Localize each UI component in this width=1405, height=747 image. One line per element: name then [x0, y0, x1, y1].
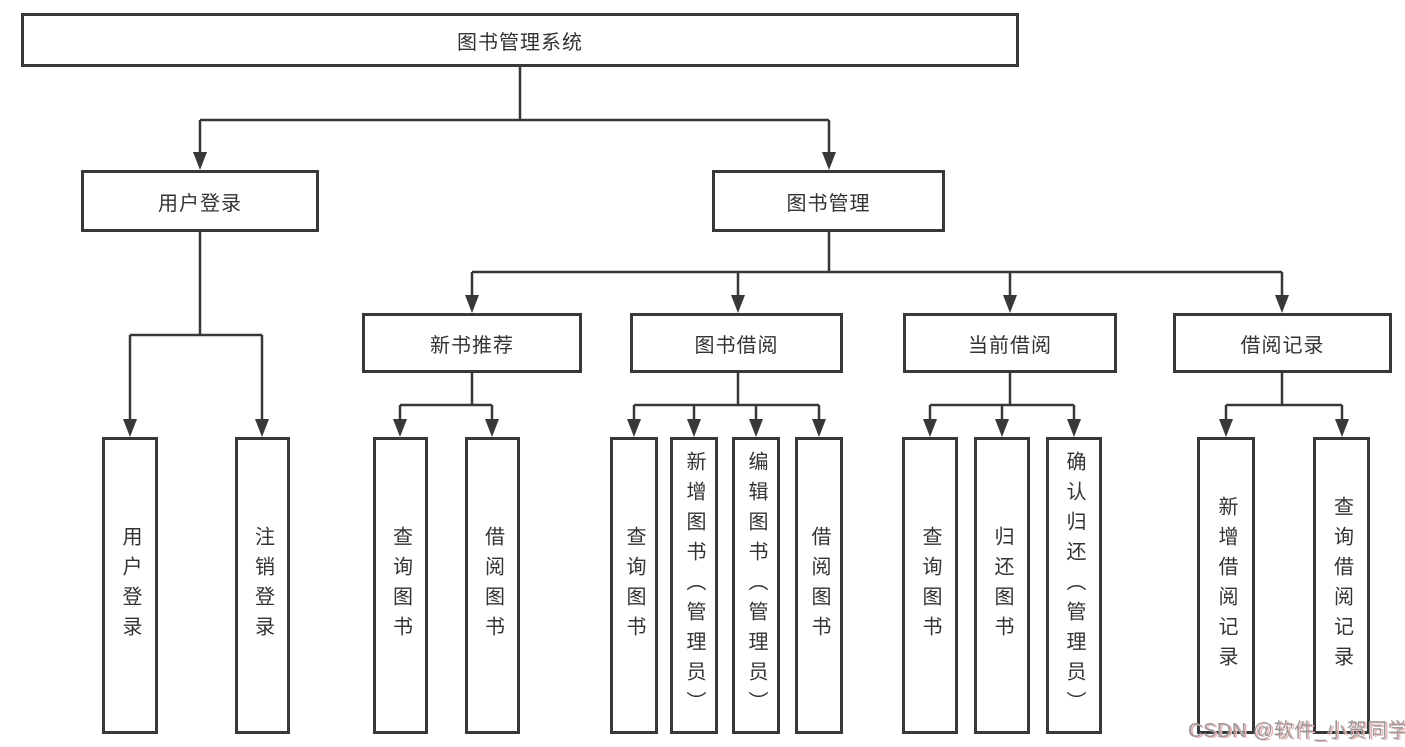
node-book-management-label: 图书管理: [786, 192, 871, 215]
leaf-return-books: 归还图书: [974, 437, 1030, 734]
leaf-query-books-recommend: 查询图书: [373, 437, 428, 734]
node-new-book-recommend: 新书推荐: [362, 313, 582, 373]
node-book-management: 图书管理: [712, 170, 945, 232]
leaf-add-borrow-record-label: 新增借阅记录: [1215, 495, 1237, 676]
node-root: 图书管理系统: [21, 13, 1019, 67]
leaf-query-books-recommend-label: 查询图书: [389, 525, 412, 646]
leaf-edit-book-admin-label: 编辑图书（管理员）: [745, 450, 767, 721]
leaf-edit-book-admin: 编辑图书（管理员）: [732, 437, 780, 734]
leaf-logout-label: 注销登录: [251, 525, 274, 646]
node-current-borrow: 当前借阅: [903, 313, 1117, 373]
leaf-borrow-books-borrow-label: 借阅图书: [808, 525, 830, 646]
leaf-add-book-admin-label: 新增图书（管理员）: [683, 450, 705, 721]
node-new-book-recommend-label: 新书推荐: [430, 334, 514, 357]
leaf-borrow-books-recommend: 借阅图书: [465, 437, 520, 734]
node-root-label: 图书管理系统: [457, 31, 583, 54]
leaf-borrow-books-recommend-label: 借阅图书: [481, 525, 504, 646]
node-book-borrow: 图书借阅: [630, 313, 843, 373]
node-user-login: 用户登录: [81, 170, 319, 232]
leaf-query-books-current-label: 查询图书: [919, 525, 941, 646]
connector-paths: [128, 67, 1344, 422]
leaf-confirm-return-admin: 确认归还（管理员）: [1046, 437, 1102, 734]
leaf-query-books-borrow: 查询图书: [610, 437, 658, 734]
leaf-logout: 注销登录: [235, 437, 290, 734]
leaf-return-books-label: 归还图书: [991, 525, 1013, 646]
leaf-query-borrow-record-label: 查询借阅记录: [1330, 495, 1353, 676]
leaf-user-login: 用户登录: [102, 437, 158, 734]
leaf-add-book-admin: 新增图书（管理员）: [670, 437, 718, 734]
leaf-confirm-return-admin-label: 确认归还（管理员）: [1063, 450, 1085, 721]
leaf-query-books-current: 查询图书: [902, 437, 958, 734]
leaf-borrow-books-borrow: 借阅图书: [795, 437, 843, 734]
node-book-borrow-label: 图书借阅: [694, 334, 779, 357]
leaf-query-borrow-record: 查询借阅记录: [1313, 437, 1370, 734]
arrowheads: [123, 152, 1349, 437]
node-current-borrow-label: 当前借阅: [968, 334, 1052, 357]
node-borrow-records: 借阅记录: [1173, 313, 1392, 373]
node-borrow-records-label: 借阅记录: [1240, 334, 1325, 357]
leaf-add-borrow-record: 新增借阅记录: [1197, 437, 1255, 734]
leaf-user-login-label: 用户登录: [119, 525, 141, 646]
leaf-query-books-borrow-label: 查询图书: [623, 525, 645, 646]
csdn-watermark: CSDN @软件_小贺同学: [1188, 720, 1405, 742]
node-user-login-label: 用户登录: [158, 192, 242, 215]
